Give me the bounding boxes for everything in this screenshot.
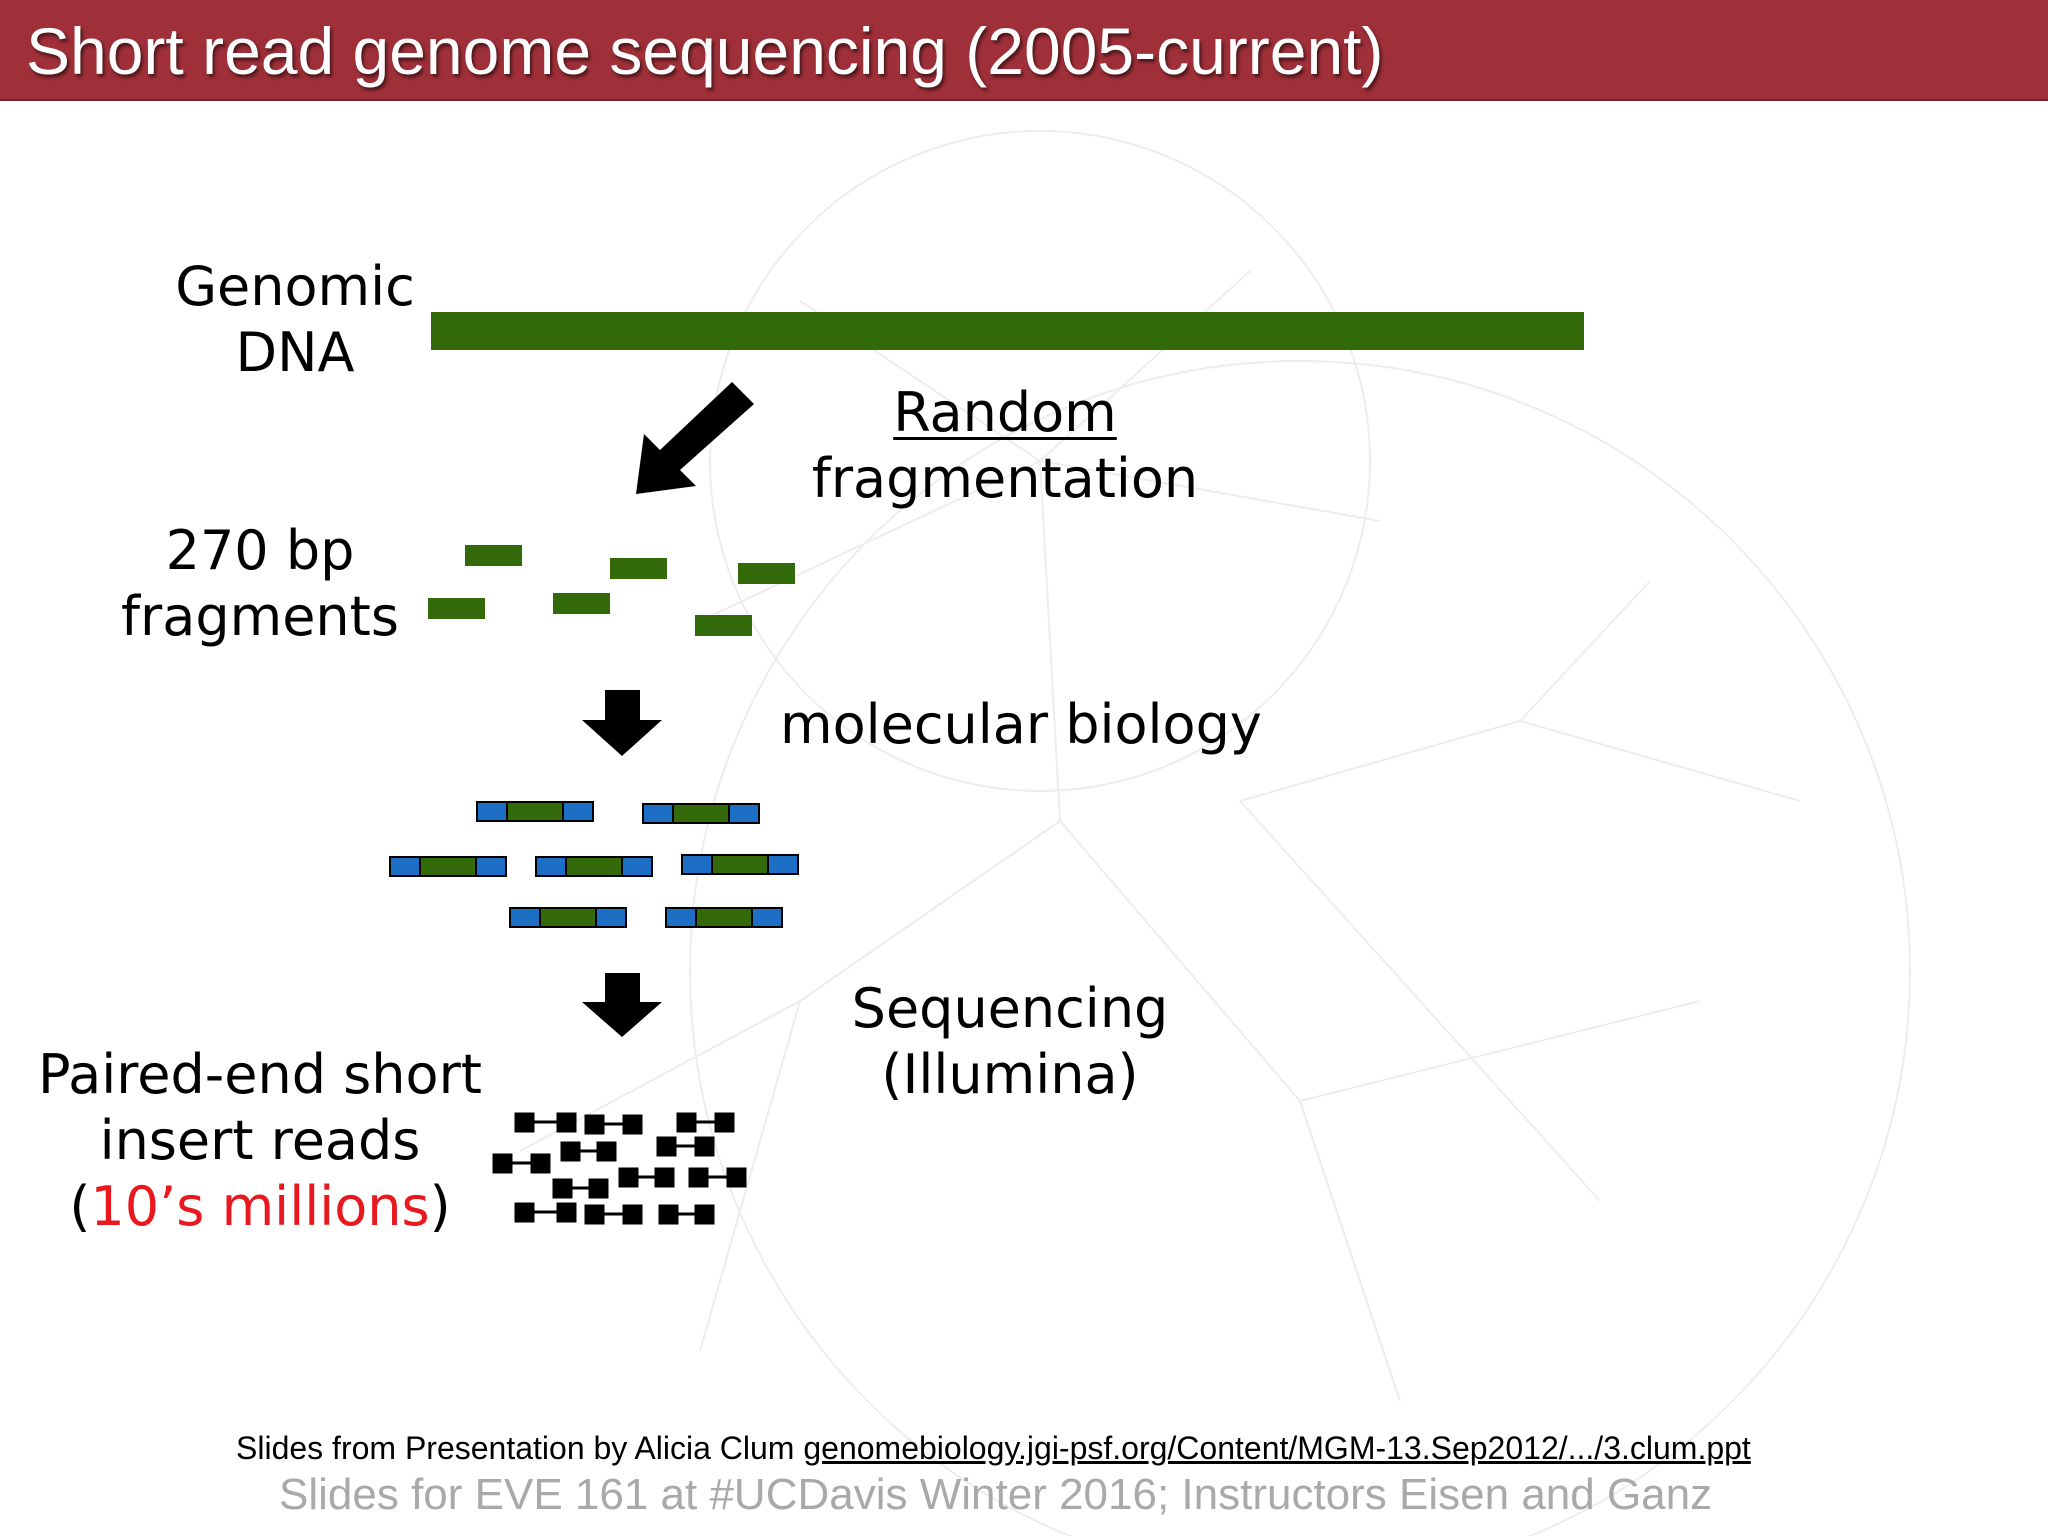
fragments-label-line2: fragments	[121, 585, 399, 648]
paired-read-icon	[492, 1153, 551, 1174]
paired-read-icon	[560, 1141, 617, 1162]
adapter-fragment	[681, 854, 799, 875]
close-paren: )	[429, 1175, 451, 1238]
down-arrow-icon	[582, 973, 662, 1037]
source-credit: Slides from Presentation by Alicia Clum …	[236, 1430, 1751, 1467]
fragmentation-word: fragmentation	[811, 447, 1199, 510]
dna-fragment	[428, 598, 485, 619]
paired-read-icon	[658, 1204, 715, 1225]
paired-read-icon	[618, 1167, 675, 1188]
adapter-fragment	[642, 803, 760, 824]
fragments-label-line1: 270 bp	[165, 519, 355, 582]
fragments-label: 270 bp fragments	[110, 518, 410, 650]
credit-text: Slides from Presentation by Alicia Clum	[236, 1430, 804, 1466]
down-arrow-icon	[582, 690, 662, 756]
random-label: Random	[893, 381, 1117, 444]
genomic-dna-label-line2: DNA	[235, 321, 355, 384]
slide-title: Short read genome sequencing (2005-curre…	[26, 14, 1384, 88]
paired-read-icon	[688, 1167, 747, 1188]
diagonal-arrow-icon	[636, 382, 754, 494]
adapter-fragment	[509, 907, 627, 928]
paired-end-reads-line1: Paired-end short	[38, 1043, 482, 1106]
dna-fragment	[610, 558, 667, 579]
course-footer: Slides for EVE 161 at #UCDavis Winter 20…	[279, 1470, 1713, 1519]
dna-fragment	[465, 545, 522, 566]
paired-end-reads-line2: insert reads	[99, 1109, 421, 1172]
fragmentation-label: Random fragmentation	[810, 380, 1200, 512]
dna-fragment	[553, 593, 610, 614]
dna-fragment	[738, 563, 795, 584]
paired-read-icon	[514, 1202, 577, 1223]
title-bar: Short read genome sequencing (2005-curre…	[0, 0, 2048, 101]
read-count-highlight: 10’s millions	[90, 1175, 430, 1238]
paired-read-icon	[676, 1112, 735, 1133]
sequencing-label: Sequencing (Illumina)	[840, 976, 1180, 1108]
open-paren: (	[69, 1175, 91, 1238]
adapter-fragment	[665, 907, 783, 928]
paired-end-reads-line3: (10’s millions)	[30, 1174, 490, 1240]
adapter-fragment	[389, 856, 507, 877]
molecular-biology-label: molecular biology	[780, 693, 1262, 756]
genomic-dna-label-line1: Genomic	[175, 255, 415, 318]
paired-read-icon	[514, 1112, 577, 1133]
credit-link[interactable]: genomebiology.jgi-psf.org/Content/MGM-13…	[803, 1430, 1751, 1466]
sequencing-label-line1: Sequencing	[851, 977, 1169, 1040]
paired-end-reads-label: Paired-end short insert reads (10’s mill…	[30, 1042, 490, 1240]
paired-read-icon	[584, 1114, 643, 1135]
genomic-dna-label: Genomic DNA	[170, 254, 420, 386]
adapter-fragment	[535, 856, 653, 877]
adapter-fragment	[476, 801, 594, 822]
sequencing-label-line2: (Illumina)	[881, 1043, 1139, 1106]
paired-read-icon	[584, 1204, 643, 1225]
paired-read-icon	[656, 1136, 715, 1157]
genomic-dna-bar	[431, 312, 1584, 350]
dna-fragment	[695, 615, 752, 636]
paired-read-icon	[552, 1178, 609, 1199]
